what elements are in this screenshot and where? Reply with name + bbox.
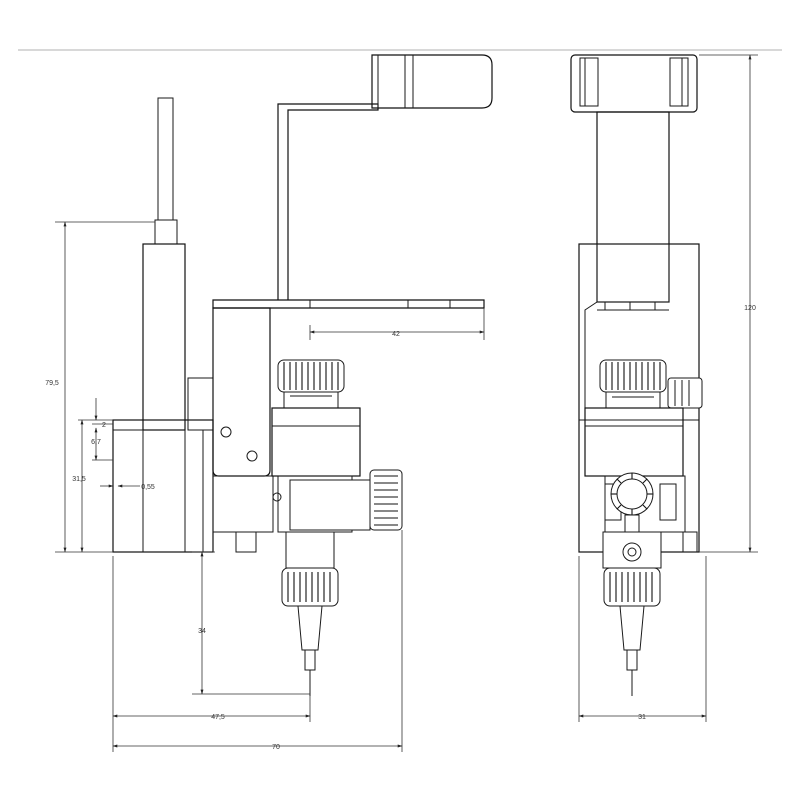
dim-70: 70 [272, 744, 280, 751]
dim-6-7: 6,7 [91, 439, 101, 446]
dim-31: 31 [638, 714, 646, 721]
side-knob [369, 469, 403, 531]
cable [157, 97, 174, 221]
cable-gland [154, 219, 178, 245]
dim-2: 2 [102, 422, 106, 429]
side-valve-body [584, 407, 684, 477]
side-needle-hub [619, 605, 645, 651]
needle-hub [297, 605, 323, 651]
sensor-body [142, 243, 186, 431]
small-bracket [187, 377, 214, 431]
side-actuator [289, 479, 371, 531]
side-port [622, 542, 642, 562]
dim-47-5: 47,5 [211, 714, 225, 721]
side-upper-knob [599, 359, 667, 393]
side-nozzle-knob-knurl [609, 572, 653, 602]
side-column [596, 111, 670, 303]
dim-0-55: 0,55 [141, 484, 155, 491]
valve-body [271, 407, 361, 477]
dim-79-5: 79,5 [45, 380, 59, 387]
side-view [570, 54, 703, 696]
nozzle-knob-knurl [287, 572, 331, 602]
side-connector [667, 377, 703, 409]
side-knob-knurl [374, 475, 398, 526]
dim-42: 42 [392, 331, 400, 338]
side-top-clamp [570, 54, 698, 113]
plate-screw-2 [246, 450, 258, 462]
dim-31-5: 31,5 [72, 476, 86, 483]
mounting-plate [212, 307, 271, 477]
plate-screw-1 [220, 426, 232, 438]
mounting-bracket [277, 103, 379, 300]
upper-knob-knurl [283, 362, 339, 390]
side-dimensions: 120 31 [578, 54, 758, 722]
front-view [112, 54, 493, 696]
upper-knob [277, 359, 345, 393]
top-clamp [371, 54, 493, 109]
dim-120: 120 [744, 305, 756, 312]
dim-34: 34 [198, 628, 206, 635]
side-upper-knob-knurl [605, 362, 661, 390]
front-dimensions: 42 79,5 31,5 2 6,7 0,55 34 47,5 [45, 221, 485, 752]
side-round-knob-knurl [611, 473, 653, 515]
